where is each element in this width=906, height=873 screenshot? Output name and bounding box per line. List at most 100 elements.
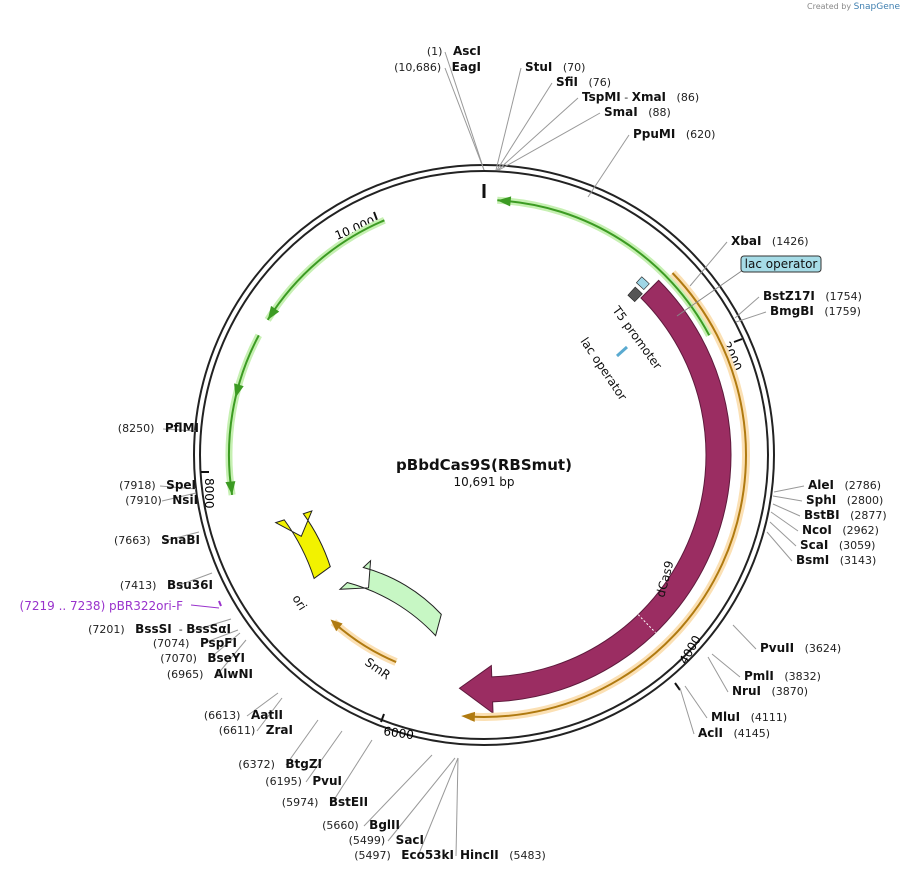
site-alei[interactable]: AleI (2786) [773, 478, 881, 493]
site-alwni[interactable]: (6965) AlwNI [167, 639, 253, 681]
site-leader-line [444, 67, 485, 171]
site-bstbi[interactable]: BstBI (2877) [772, 503, 887, 522]
site-aatii[interactable]: (6613) AatII [204, 692, 283, 722]
site-leader-line [735, 311, 767, 323]
site-leader-line [163, 531, 200, 542]
site-leader-line [498, 112, 601, 171]
site-label: HincII (5483) [460, 848, 546, 862]
site-label: (7201) BssSI - BssSαI [88, 622, 231, 636]
site-leader-line [208, 632, 241, 660]
site-label: ScaI (3059) [800, 538, 875, 552]
plasmid-size: 10,691 bp [453, 475, 514, 489]
site-smai[interactable]: SmaI (88) [498, 105, 671, 171]
site-mlui[interactable]: MluI (4111) [684, 685, 787, 724]
site-label: MluI (4111) [711, 710, 787, 724]
site-label: (7918) SpeI [119, 478, 196, 492]
lac-operator-callout-label: lac operator [745, 257, 818, 271]
site-leader-line [689, 241, 728, 287]
site-asci[interactable]: (1) AscI [427, 44, 485, 171]
site-bsteii[interactable]: (5974) BstEII [282, 739, 373, 809]
site-hincii[interactable]: HincII (5483) [455, 757, 546, 862]
site-leader-line [734, 296, 760, 319]
site-btgzi[interactable]: (6372) BtgZI [238, 719, 322, 771]
site-bglii[interactable]: (5660) BglII [322, 754, 433, 832]
site-label: (5499) SacI [349, 833, 424, 847]
site-bsu36i[interactable]: (7413) Bsu36I [120, 572, 213, 592]
site-bmgbi[interactable]: BmgBI (1759) [735, 304, 861, 323]
restriction-sites: (1) AscI (10,686) EagI StuI (70)SfiI (76)T… [88, 44, 887, 862]
site-leader-line [194, 618, 232, 631]
site-bseyi[interactable]: (7070) BseYI [160, 632, 245, 665]
site-leader-line [444, 51, 485, 171]
plasmid-name: pBbdCas9S(RBSmut) [396, 456, 572, 474]
site-label: (1) AscI [427, 44, 481, 58]
ori-feature[interactable]: ori [274, 510, 331, 613]
site-label: (6195) PvuI [265, 774, 342, 788]
site-saci[interactable]: (5499) SacI [349, 757, 456, 847]
site-label: PpuMI (620) [633, 127, 715, 141]
site-label: SfiI (76) [556, 75, 611, 89]
scale-tick-6000: 6000 [380, 713, 415, 742]
site-ncoi[interactable]: NcoI (2962) [770, 511, 879, 537]
site-xbai[interactable]: XbaI (1426) [689, 234, 808, 287]
site-label: PvuII (3624) [760, 641, 841, 655]
site-leader-line [331, 739, 373, 804]
site-stui[interactable]: StuI (70) [495, 60, 585, 171]
site-pmli[interactable]: PmlI (3832) [711, 653, 821, 683]
site-tspmi[interactable]: TspMI - XmaI (86) [497, 90, 699, 171]
green-feature-arrows [225, 196, 713, 496]
site-leader-line [679, 687, 695, 735]
site-sfii[interactable]: SfiI (76) [496, 75, 611, 171]
site-label: (7074) PspFI [153, 636, 237, 650]
site-label: BmgBI (1759) [770, 304, 861, 318]
site-label: XbaI (1426) [731, 234, 808, 248]
site-label: (10,686) EagI [394, 60, 481, 74]
site-bstz17i[interactable]: BstZ17I (1754) [734, 289, 862, 319]
site-label: (7413) Bsu36I [120, 578, 213, 592]
site-leader-line [455, 757, 459, 857]
snapgene-credit: Created by SnapGene [807, 2, 900, 12]
site-leader-line [162, 428, 197, 432]
site-label: SmaI (88) [604, 105, 671, 119]
site-label: (5974) BstEII [282, 795, 368, 809]
site-label: (8250) PflMI [118, 421, 199, 435]
site-leader-line [417, 757, 459, 857]
site-leader-line [176, 572, 213, 587]
site-acli[interactable]: AclI (4145) [679, 687, 770, 740]
site-leader-line [285, 719, 319, 766]
lac-operator-callout[interactable]: lac operator [676, 255, 822, 317]
site-ppumi[interactable]: PpuMI (620) [587, 127, 715, 198]
site-pvuii[interactable]: PvuII (3624) [732, 624, 841, 655]
site-leader-line [732, 624, 757, 650]
orange-long-feature [461, 270, 750, 722]
site-bsssi[interactable]: (7201) BssSI - BssSαI [88, 618, 232, 636]
site-bsmi[interactable]: BsmI (3143) [766, 531, 876, 567]
site-eco53ki[interactable]: (5497) Eco53kI [354, 757, 459, 862]
site-eagi[interactable]: (10,686) EagI [394, 60, 485, 171]
primer-pbr322ori-f[interactable]: (7219 .. 7238) pBR322ori-F [20, 599, 222, 613]
site-sphi[interactable]: SphI (2800) [772, 493, 883, 507]
site-label: (6613) AatII [204, 708, 283, 722]
scale-tick-4000: 4000 [674, 633, 704, 691]
site-label: PmlI (3832) [744, 669, 821, 683]
site-label: AleI (2786) [808, 478, 881, 492]
lac-operator-inner-feature[interactable]: lac operator [578, 335, 630, 403]
site-pvui[interactable]: (6195) PvuI [265, 730, 343, 788]
site-label: BstBI (2877) [804, 508, 887, 522]
site-label: StuI (70) [525, 60, 585, 74]
site-scai[interactable]: ScaI (3059) [769, 521, 875, 552]
site-spei[interactable]: (7918) SpeI [119, 478, 197, 492]
site-nsii[interactable]: (7910) NsiI [125, 492, 198, 507]
site-leader-line [711, 653, 741, 678]
site-zrai[interactable]: (6611) ZraI [219, 697, 293, 737]
site-pspfi[interactable]: (7074) PspFI [153, 629, 239, 650]
site-nrui[interactable]: NruI (3870) [707, 656, 808, 698]
site-label: AclI (4145) [698, 726, 770, 740]
site-snabi[interactable]: (7663) SnaBI [114, 531, 200, 547]
site-label: (7910) NsiI [125, 493, 198, 507]
site-leader-line [246, 692, 279, 717]
site-pflmi[interactable]: (8250) PflMI [118, 421, 199, 435]
site-leader-line [707, 656, 729, 693]
site-label: (7663) SnaBI [114, 533, 200, 547]
